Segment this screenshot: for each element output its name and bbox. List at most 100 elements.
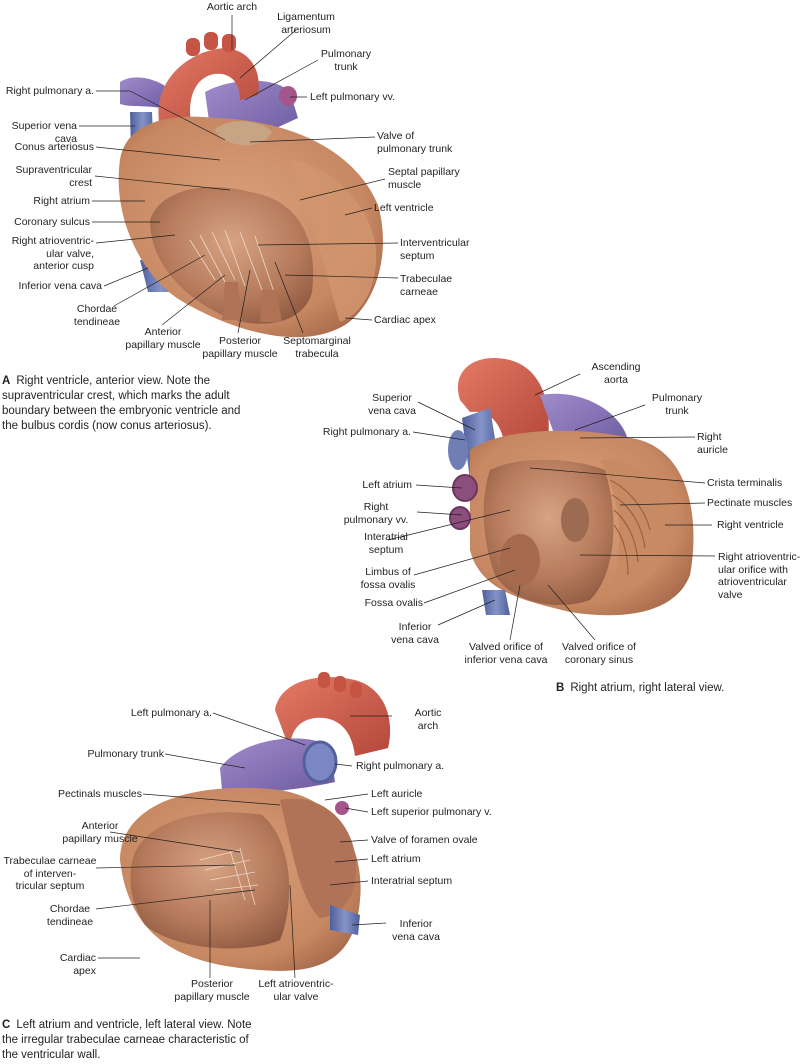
- label-c-left-av-valve: Left atrioventric- ular valve: [258, 978, 334, 1003]
- label-a-anterior-papillary-muscle: Anterior papillary muscle: [125, 326, 201, 351]
- label-c-posterior-papillary-muscle: Posterior papillary muscle: [174, 978, 250, 1003]
- figure-a-heart: [118, 32, 383, 338]
- figure-b-heart: [448, 357, 694, 616]
- label-b-valved-orifice-ivc: Valved orifice of inferior vena cava: [464, 641, 548, 666]
- label-b-crista-terminalis: Crista terminalis: [707, 477, 783, 489]
- label-b-right-auricle: Right auricle: [697, 431, 728, 456]
- c-aortic-branch-1: [318, 672, 330, 688]
- label-a-right-av-valve: Right atrioventric- ular valve, anterior…: [11, 235, 94, 272]
- b-right-atrium-interior-shape: [483, 459, 614, 606]
- label-c-inferior-vena-cava: Inferior vena cava: [392, 918, 440, 943]
- b-inferior-vena-cava-shape: [482, 590, 510, 615]
- label-c-pectinals-muscles: Pectinals muscles: [57, 788, 142, 800]
- caption-b: B Right atrium, right lateral view.: [556, 681, 806, 696]
- label-a-conus-arteriosus: Conus arteriosus: [14, 141, 94, 153]
- label-b-interatrial-septum: Interatrial septum: [364, 531, 408, 556]
- c-aortic-branch-3: [350, 682, 362, 698]
- label-c-pulmonary-trunk: Pulmonary trunk: [87, 748, 164, 760]
- label-a-ligamentum-arteriosum: Ligamentum arteriosum: [277, 11, 335, 36]
- label-a-superior-vena-cava: Superior vena cava: [11, 120, 77, 145]
- label-a-left-pulmonary-vv: Left pulmonary vv.: [310, 91, 396, 103]
- label-c-left-pulmonary-a: Left pulmonary a.: [130, 707, 212, 719]
- label-c-interatrial-septum: Interatrial septum: [371, 875, 453, 887]
- label-a-posterior-papillary-muscle: Posterior papillary muscle: [202, 335, 278, 360]
- label-a-pulmonary-trunk: Pulmonary trunk: [320, 48, 372, 73]
- label-a-right-pulmonary-a: Right pulmonary a.: [5, 85, 94, 97]
- label-c-chordae-tendineae: Chordae tendineae: [46, 903, 94, 928]
- label-a-septal-papillary-muscle: Septal papillary muscle: [388, 166, 460, 191]
- b-av-orifice-shape: [561, 498, 589, 542]
- caption-a-text: Right ventricle, anterior view. Note the…: [2, 375, 241, 432]
- label-c-trabeculae-carneae-septum: Trabeculae carneae of interven- tricular…: [3, 855, 97, 892]
- b-pectinate-region-shape: [600, 459, 669, 592]
- a-left-ventricle-surface: [290, 160, 377, 322]
- label-a-aortic-arch: Aortic arch: [206, 1, 258, 13]
- label-a-chordae-tendineae: Chordae tendineae: [73, 303, 121, 328]
- caption-a-letter: A: [2, 375, 11, 387]
- c-aortic-arch-shape: [275, 677, 391, 756]
- label-c-valve-foramen-ovale: Valve of foramen ovale: [371, 834, 478, 846]
- label-b-pulmonary-trunk: Pulmonary trunk: [651, 392, 703, 417]
- label-c-left-superior-pulmonary-v: Left superior pulmonary v.: [371, 806, 492, 818]
- label-b-superior-vena-cava: Superior vena cava: [368, 392, 416, 417]
- leader-lines: [79, 15, 716, 979]
- a-aortic-branch-3: [222, 34, 236, 52]
- label-b-left-atrium: Left atrium: [362, 479, 412, 491]
- c-left-atrium-interior-shape: [280, 798, 357, 918]
- c-inferior-vena-cava-shape: [330, 905, 360, 935]
- b-pulmonary-vein-1: [452, 474, 478, 502]
- label-b-valved-orifice-cs: Valved orifice of coronary sinus: [562, 641, 636, 666]
- label-b-ascending-aorta: Ascending aorta: [591, 361, 641, 386]
- b-aorta-shape: [457, 357, 549, 445]
- label-b-right-pulmonary-a: Right pulmonary a.: [322, 426, 411, 438]
- a-papillary-muscle-2-shape: [260, 290, 282, 322]
- label-b-inferior-vena-cava: Inferior vena cava: [391, 621, 439, 646]
- caption-b-letter: B: [556, 682, 565, 694]
- c-left-superior-pulmonary-v-shape: [335, 801, 349, 815]
- c-left-pulmonary-a-shape: [302, 740, 338, 784]
- c-aortic-branch-2: [334, 676, 346, 692]
- label-b-pectinate-muscles: Pectinate muscles: [707, 497, 793, 509]
- label-a-cardiac-apex: Cardiac apex: [374, 314, 436, 326]
- a-aortic-branch-2: [204, 32, 218, 50]
- label-a-left-ventricle: Left ventricle: [374, 202, 434, 214]
- caption-c-text: Left atrium and ventricle, left lateral …: [2, 1019, 252, 1061]
- b-left-atrium-shape: [448, 430, 468, 470]
- a-pulmonary-valve-shape: [215, 121, 272, 146]
- label-b-right-av-orifice: Right atrioventric- ular orifice with at…: [718, 551, 801, 601]
- label-c-left-auricle: Left auricle: [371, 788, 423, 800]
- label-a-right-atrium: Right atrium: [33, 195, 90, 207]
- label-a-inferior-vena-cava: Inferior vena cava: [18, 280, 102, 292]
- caption-b-text: Right atrium, right lateral view.: [570, 682, 725, 694]
- c-left-ventricle-interior-shape: [130, 812, 290, 949]
- figure-c-heart: [120, 672, 391, 971]
- label-a-supraventricular-crest: Supraventricular crest: [15, 164, 92, 189]
- label-b-right-ventricle: Right ventricle: [717, 519, 784, 531]
- label-c-left-atrium: Left atrium: [371, 853, 421, 865]
- label-a-coronary-sulcus: Coronary sulcus: [14, 216, 90, 228]
- label-c-anterior-papillary-muscle: Anterior papillary muscle: [62, 820, 138, 845]
- b-pulmonary-vein-2: [449, 506, 471, 530]
- a-right-ventricle-interior-shape: [150, 187, 314, 324]
- label-b-limbus-fossa-ovalis: Limbus of fossa ovalis: [360, 566, 416, 591]
- label-c-aortic-arch: Aortic arch: [414, 707, 442, 732]
- label-b-right-pulmonary-vv: Right pulmonary vv.: [343, 501, 409, 526]
- a-left-pulmonary-vein-shape: [279, 86, 297, 106]
- a-right-pulmonary-artery-shape: [120, 77, 170, 110]
- a-aortic-arch-shape: [158, 48, 259, 130]
- caption-c-letter: C: [2, 1019, 11, 1031]
- a-chordae-strands: [189, 229, 276, 296]
- label-a-valve-pulmonary-trunk: Valve of pulmonary trunk: [377, 130, 453, 155]
- label-a-septomarginal-trabecula: Septomarginal trabecula: [283, 335, 351, 360]
- b-fossa-ovalis-shape: [500, 534, 540, 586]
- a-aortic-branch-1: [186, 38, 200, 56]
- b-pectinate-lines: [609, 479, 651, 576]
- a-papillary-muscle-shape: [222, 282, 242, 320]
- label-a-trabeculae-carneae: Trabeculae carneae: [400, 273, 453, 298]
- label-c-right-pulmonary-a: Right pulmonary a.: [356, 760, 445, 772]
- label-a-interventricular-septum: Interventricular septum: [400, 237, 470, 262]
- label-b-fossa-ovalis: Fossa ovalis: [364, 597, 423, 609]
